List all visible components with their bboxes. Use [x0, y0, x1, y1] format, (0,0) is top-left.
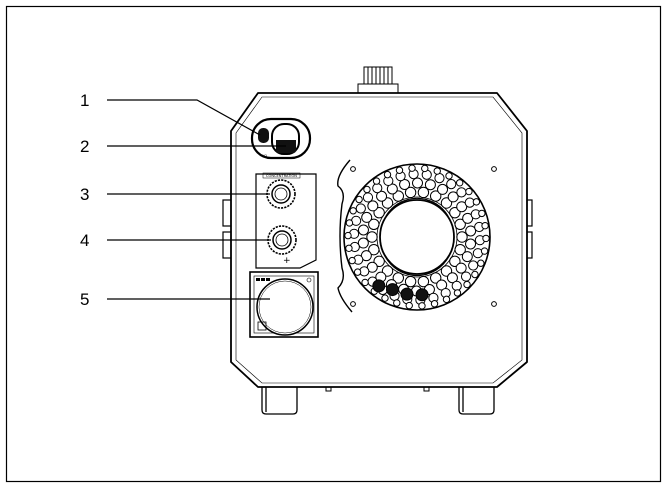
leader-lines — [107, 99, 286, 300]
power-switch: I/O — [250, 117, 312, 160]
grille-hole — [383, 170, 392, 179]
filler-cap — [357, 66, 399, 94]
callout-number-5: 5 — [80, 290, 89, 309]
grille-hole — [355, 195, 363, 204]
grille-hole — [363, 185, 371, 194]
grille-hole — [357, 224, 369, 236]
grille-hole — [442, 295, 451, 304]
figure-border — [5, 5, 662, 483]
grille-hole — [372, 177, 381, 185]
grille-hole — [437, 183, 449, 195]
grille-hole — [348, 256, 356, 265]
grille-hole — [433, 167, 441, 175]
grille-hole — [446, 272, 458, 284]
callout-number-4: 4 — [80, 231, 89, 250]
leader-line-1 — [107, 99, 261, 136]
callout-labels: 1 2 3 4 5 — [80, 91, 89, 309]
grille-hole — [456, 179, 464, 187]
grille-hole — [408, 164, 416, 172]
grille-hole — [447, 191, 459, 203]
timer-dial — [249, 271, 319, 338]
grille-hole — [399, 178, 411, 190]
grille-hole — [456, 187, 467, 198]
grille-hole — [471, 270, 479, 279]
grille-hole — [445, 172, 453, 180]
svg-text:I/O: I/O — [262, 154, 267, 158]
lower-knob — [267, 225, 297, 255]
foot-right — [458, 382, 495, 415]
grille-hole — [344, 231, 352, 240]
grille-hole — [465, 225, 477, 237]
grille-hole — [373, 206, 385, 219]
grille-hole — [468, 260, 479, 271]
grille-hole — [481, 222, 489, 230]
grille-hole — [362, 192, 374, 203]
grille-hole-dark — [372, 279, 386, 293]
grille-hole — [456, 201, 468, 213]
fan-grille — [343, 163, 491, 311]
grille-hole — [456, 231, 468, 243]
grille-hole — [424, 179, 436, 191]
grille-hole — [405, 301, 413, 310]
grille-hole — [361, 278, 369, 287]
grille-hole — [480, 247, 489, 255]
grille-hole — [376, 190, 388, 202]
grille-hole — [366, 231, 378, 243]
grille-hole — [418, 302, 426, 310]
grille-hole — [453, 289, 462, 297]
grille-hole — [381, 294, 389, 302]
callout-number-3: 3 — [80, 185, 89, 204]
grille-hole — [455, 262, 467, 274]
grille-hole — [477, 259, 485, 267]
grille-hole — [357, 237, 369, 249]
grille-hole — [345, 219, 354, 227]
grille-hole — [349, 207, 357, 215]
grille-hole — [361, 211, 373, 223]
grille-hole — [446, 179, 457, 190]
grille-hole — [395, 166, 404, 174]
grille-hole — [449, 255, 461, 268]
grille-hole — [465, 187, 473, 196]
grille-hole — [451, 280, 462, 291]
grille-hole — [366, 261, 378, 273]
grille-hole — [372, 183, 383, 194]
grille-hole — [345, 244, 353, 252]
foot-left — [261, 382, 298, 415]
grille-hole — [482, 234, 490, 243]
svg-text:+: + — [283, 256, 291, 266]
grille-hole — [367, 200, 379, 212]
grille-hole — [412, 177, 423, 189]
grille-hole — [478, 209, 486, 218]
callout-number-2: 2 — [80, 137, 89, 156]
grille-hole — [430, 300, 439, 308]
knob-panel: CONCENTRATION + — [255, 172, 317, 269]
grille-hole — [355, 203, 366, 214]
grille-hole — [393, 299, 401, 307]
grille-hole — [461, 251, 473, 263]
grille-hole-dark — [415, 288, 429, 302]
fan-housing — [337, 159, 497, 313]
grille-hole — [434, 173, 445, 184]
upper-knob — [266, 179, 296, 209]
grille-hole — [463, 280, 471, 289]
callout-number-1: 1 — [80, 91, 89, 110]
grille-hole — [353, 268, 362, 276]
grille-hole — [465, 238, 477, 250]
grille-hole-dark — [385, 283, 399, 297]
grille-hole-dark — [400, 287, 414, 301]
grille-hole — [460, 271, 472, 282]
grille-hole — [421, 164, 429, 173]
grille-hole — [472, 198, 481, 206]
svg-text:CONCENTRATION: CONCENTRATION — [266, 174, 297, 178]
housing-inner-edge — [235, 96, 523, 384]
